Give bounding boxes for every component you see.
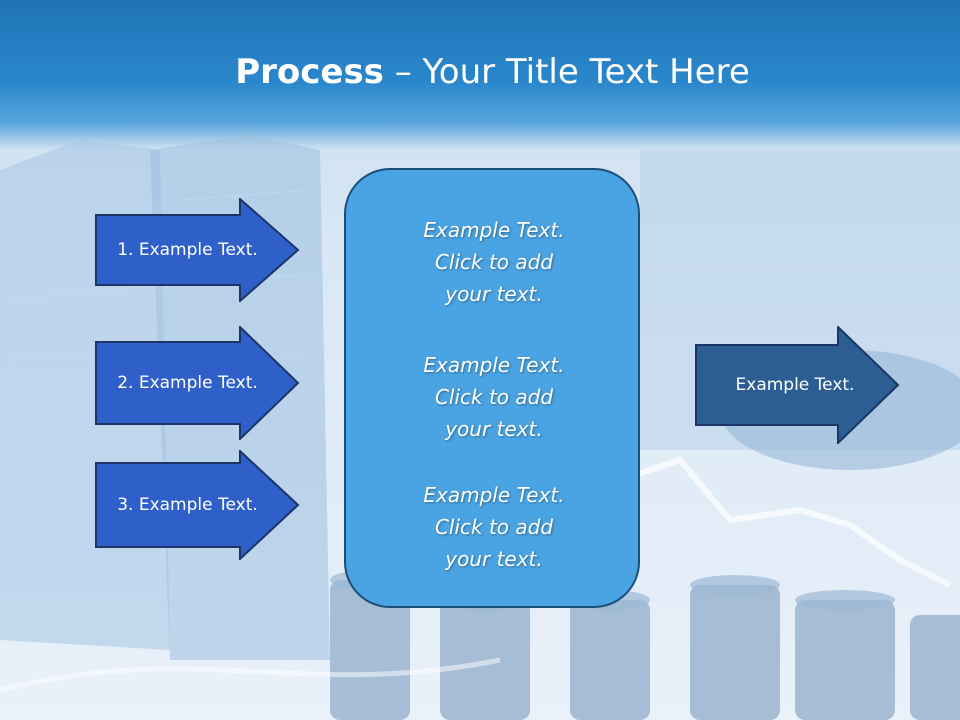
title-bar (0, 0, 960, 150)
left-arrow-1[interactable]: 1. Example Text. (95, 198, 300, 302)
left-arrow-2-label: 2. Example Text. (117, 373, 258, 393)
paragraph-line: Example Text. (423, 353, 565, 377)
title-rest: – Your Title Text Here (383, 52, 750, 92)
center-text-box[interactable]: Example Text. Click to add your text. Ex… (344, 168, 640, 608)
chart-line (619, 456, 952, 588)
center-paragraph-2: Example Text. Click to add your text. (346, 349, 642, 445)
slide-title: Process – Your Title Text Here (0, 52, 960, 92)
arrow-shape (695, 326, 900, 444)
center-paragraph-3: Example Text. Click to add your text. (346, 479, 642, 575)
paragraph-line: your text. (445, 282, 543, 306)
paragraph-line: Example Text. (423, 483, 565, 507)
arrow-shape (95, 450, 300, 560)
paragraph-line: Click to add (434, 385, 554, 409)
left-arrow-2[interactable]: 2. Example Text. (95, 326, 300, 440)
paragraph-line: Example Text. (423, 218, 565, 242)
arrow-shape (95, 326, 300, 440)
paragraph-line: your text. (445, 417, 543, 441)
right-arrow[interactable]: Example Text. (695, 326, 900, 444)
arrow-shape (95, 198, 300, 302)
left-arrow-3[interactable]: 3. Example Text. (95, 450, 300, 560)
coin-stacks (330, 580, 960, 720)
left-arrow-1-label: 1. Example Text. (117, 240, 258, 260)
left-arrow-3-label: 3. Example Text. (117, 495, 258, 515)
paragraph-line: Click to add (434, 250, 554, 274)
paragraph-line: your text. (445, 547, 543, 571)
right-arrow-label: Example Text. (735, 375, 855, 395)
center-paragraph-1: Example Text. Click to add your text. (346, 214, 642, 310)
title-bold: Process (235, 52, 384, 92)
paragraph-line: Click to add (434, 515, 554, 539)
light-streak (0, 657, 501, 693)
